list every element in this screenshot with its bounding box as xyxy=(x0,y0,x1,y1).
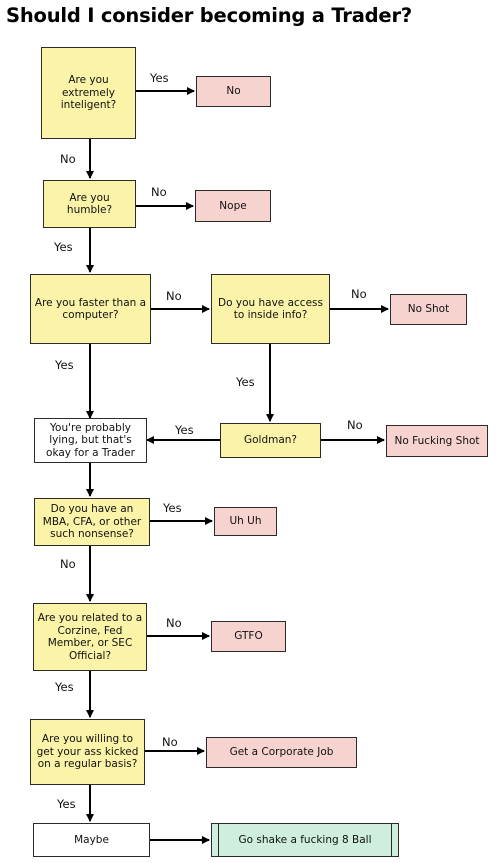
node-8-ball: Go shake a fucking 8 Ball xyxy=(211,823,399,857)
label-inside-no: No xyxy=(351,287,367,301)
node-extremely-intelligent: Are you extremely inteligent? xyxy=(41,47,136,139)
label-goldman-no: No xyxy=(347,418,363,432)
label-humble-no: No xyxy=(151,185,167,199)
label-intelligent-yes: Yes xyxy=(150,71,169,85)
label-related-no: No xyxy=(166,616,182,630)
node-corporate-job: Get a Corporate Job xyxy=(206,737,357,768)
node-mba-cfa: Do you have an MBA, CFA, or other such n… xyxy=(34,498,150,546)
label-humble-yes: Yes xyxy=(54,240,73,254)
label-faster-yes: Yes xyxy=(55,358,74,372)
node-probably-lying: You're probably lying, but that's okay f… xyxy=(34,418,147,463)
node-no-shot: No Shot xyxy=(390,294,467,325)
label-faster-no: No xyxy=(166,289,182,303)
node-inside-info: Do you have access to inside info? xyxy=(211,274,330,344)
node-faster-than-computer: Are you faster than a computer? xyxy=(30,274,151,344)
label-inside-yes: Yes xyxy=(236,375,255,389)
label-mba-no: No xyxy=(60,557,76,571)
node-related-to: Are you related to a Corzine, Fed Member… xyxy=(33,603,147,671)
node-no: No xyxy=(196,76,271,107)
label-asskicked-yes: Yes xyxy=(57,797,76,811)
node-humble: Are you humble? xyxy=(43,180,136,228)
node-no-fucking-shot: No Fucking Shot xyxy=(386,425,488,457)
node-maybe: Maybe xyxy=(33,823,150,857)
label-intelligent-no: No xyxy=(60,152,76,166)
label-goldman-yes: Yes xyxy=(175,423,194,437)
node-gtfo: GTFO xyxy=(211,621,286,652)
chart-title: Should I consider becoming a Trader? xyxy=(6,4,412,27)
node-nope: Nope xyxy=(195,190,271,222)
node-8-ball-label: Go shake a fucking 8 Ball xyxy=(218,824,392,856)
label-mba-yes: Yes xyxy=(163,501,182,515)
node-goldman: Goldman? xyxy=(220,423,321,458)
node-uh-uh: Uh Uh xyxy=(214,507,277,536)
label-asskicked-no: No xyxy=(162,735,178,749)
node-ass-kicked: Are you willing to get your ass kicked o… xyxy=(30,719,145,785)
label-related-yes: Yes xyxy=(55,680,74,694)
